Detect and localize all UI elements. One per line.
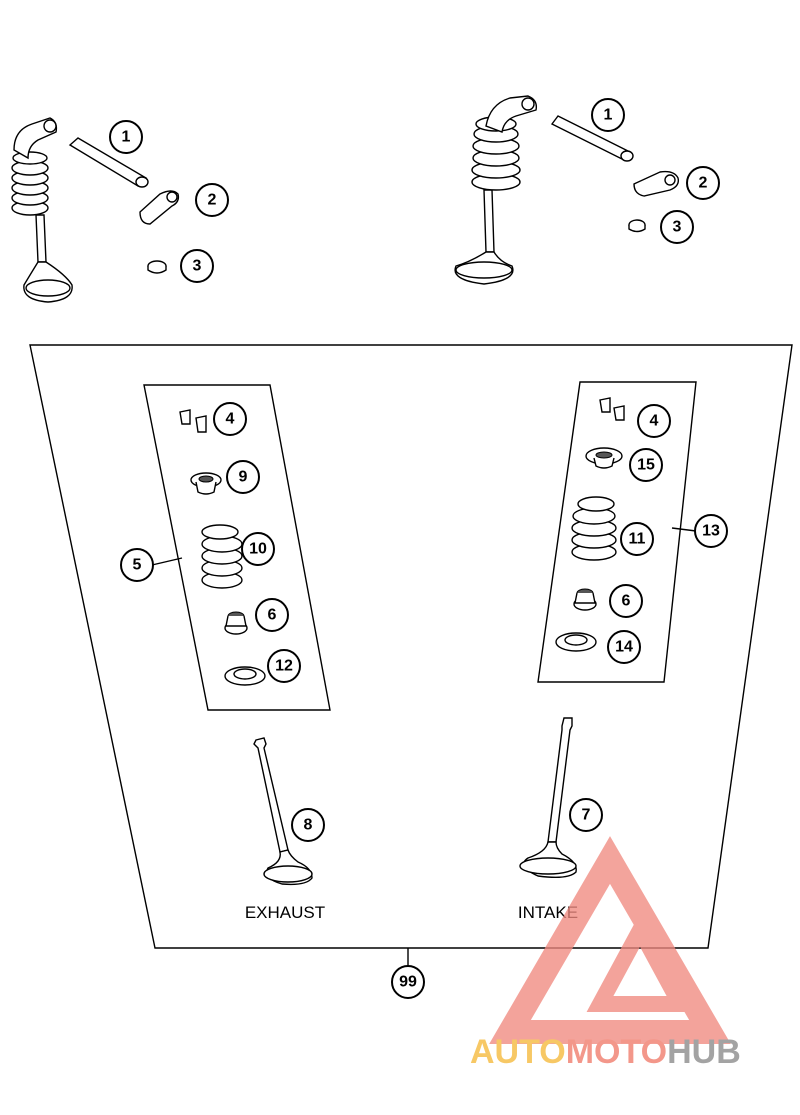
intake-spring-retainer: [585, 447, 623, 469]
callout-14-intake: 14: [607, 630, 641, 664]
callout-number: 4: [650, 413, 659, 430]
callout-number: 14: [615, 639, 633, 656]
intake-spring-seat: [555, 632, 597, 652]
callout-number: 12: [275, 658, 293, 675]
callout-11-intake: 11: [620, 522, 654, 556]
watermark-hub: HUB: [667, 1033, 741, 1071]
callout-7-intake-valve: 7: [569, 798, 603, 832]
exhaust-spring-retainer: [190, 472, 222, 495]
intake-valve-keepers: [599, 397, 625, 421]
callout-15-intake: 15: [629, 448, 663, 482]
intake-valve-spring: [571, 496, 617, 561]
callout-99-valve-kit: 99: [391, 965, 425, 999]
watermark-auto: AUTO: [470, 1033, 566, 1071]
watermark-triangle-icon: [489, 836, 731, 1044]
automotohub-watermark: AUTOMOTOHUB: [470, 836, 741, 1071]
intake-parts-panel: [537, 381, 697, 683]
intake-valve-assembly-illustration: [454, 95, 680, 285]
callout-number: 8: [304, 817, 313, 834]
callout-12-exhaust: 12: [267, 649, 301, 683]
callout-number: 10: [249, 541, 267, 558]
watermark-moto: MOTO: [566, 1033, 667, 1071]
callout-3-top-right: 3: [660, 210, 694, 244]
callout-1-top-left: 1: [109, 120, 143, 154]
kit-frame: [29, 344, 793, 949]
callout-1-top-right: 1: [591, 98, 625, 132]
callout-number: 13: [702, 523, 720, 540]
callout-number: 15: [637, 457, 655, 474]
callout-number: 9: [239, 469, 248, 486]
callout-number: 6: [268, 607, 277, 624]
callout-2-top-right: 2: [686, 166, 720, 200]
callout-6-intake: 6: [609, 584, 643, 618]
exhaust-valve-keepers: [179, 409, 207, 433]
watermark-text: AUTOMOTOHUB: [470, 1033, 741, 1071]
callout-10-exhaust: 10: [241, 532, 275, 566]
callout-13-intake-kit: 13: [694, 514, 728, 548]
callout-3-top-left: 3: [180, 249, 214, 283]
callout-number: 2: [208, 192, 217, 209]
callout-6-exhaust: 6: [255, 598, 289, 632]
exhaust-valve: [253, 737, 313, 886]
callout-number: 7: [582, 807, 591, 824]
callout-2-top-left: 2: [195, 183, 229, 217]
callout-number: 99: [399, 974, 417, 991]
exhaust-valve-assembly-illustration: [11, 117, 180, 303]
exhaust-valve-spring: [201, 524, 243, 589]
callout-4-intake: 4: [637, 404, 671, 438]
callout-number: 3: [193, 258, 202, 275]
exhaust-spring-seat: [224, 666, 266, 686]
exhaust-valve-stem-seal: [224, 611, 248, 635]
intake-valve-stem-seal: [573, 588, 597, 611]
callout-number: 3: [673, 219, 682, 236]
callout-number: 5: [133, 557, 142, 574]
callout-number: 11: [629, 531, 646, 548]
intake-valve: [519, 717, 577, 879]
callout-8-exhaust-valve: 8: [291, 808, 325, 842]
callout-number: 2: [699, 175, 708, 192]
callout-number: 1: [122, 129, 131, 146]
callout-number: 1: [604, 107, 613, 124]
callout-5-exhaust-kit: 5: [120, 548, 154, 582]
callout-number: 4: [226, 411, 235, 428]
exhaust-parts-panel: [143, 384, 331, 711]
callout-4-exhaust: 4: [213, 402, 247, 436]
callout-9-exhaust: 9: [226, 460, 260, 494]
exhaust-label: EXHAUST: [245, 903, 325, 922]
callout-number: 6: [622, 593, 631, 610]
